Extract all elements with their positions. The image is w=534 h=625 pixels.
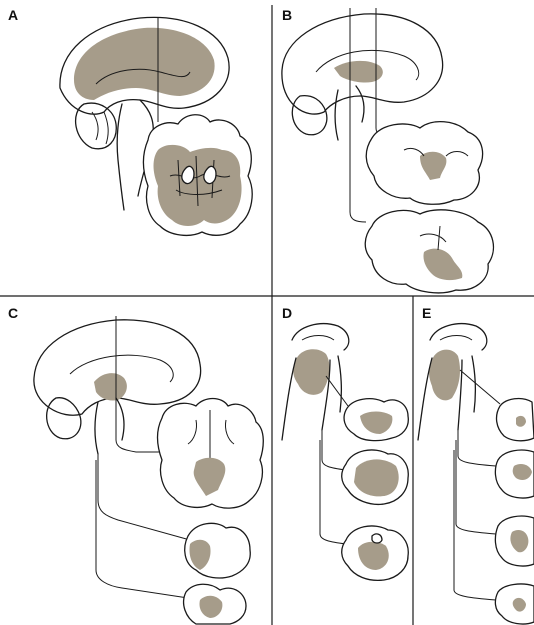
panel-e-medulla-section xyxy=(495,516,534,566)
panel-d-connector-lines xyxy=(320,376,348,544)
panel-e-brainstem-sagittal xyxy=(418,324,487,440)
panel-e-pons-section xyxy=(495,450,534,498)
panel-a: A xyxy=(8,7,252,235)
panel-c-coronal-section xyxy=(158,399,264,509)
panel-e: E xyxy=(418,305,534,624)
panel-d-brainstem-sagittal xyxy=(282,324,349,440)
panel-label-a: A xyxy=(8,7,18,23)
panel-d-midbrain-section xyxy=(344,399,408,441)
panel-b: B xyxy=(282,7,494,293)
panel-a-coronal-section xyxy=(144,115,253,236)
panel-b-sagittal-brain xyxy=(282,8,443,140)
panel-b-midbrain-section xyxy=(366,122,482,205)
panel-e-midbrain-section xyxy=(497,399,534,441)
panel-d-pons-section xyxy=(342,450,409,504)
panel-c: C xyxy=(8,305,263,624)
panel-d: D xyxy=(282,305,408,580)
panel-label-d: D xyxy=(282,305,292,321)
panel-d-medulla-section xyxy=(342,526,409,580)
panel-label-b: B xyxy=(282,7,292,23)
panel-b-pons-section xyxy=(365,210,493,293)
panel-label-c: C xyxy=(8,305,18,321)
panel-c-pons-section xyxy=(184,584,246,624)
panel-label-e: E xyxy=(422,305,431,321)
panel-c-midbrain-section xyxy=(185,523,251,578)
panel-e-connector-lines xyxy=(454,370,500,600)
panel-e-lower-medulla-section xyxy=(495,584,534,624)
